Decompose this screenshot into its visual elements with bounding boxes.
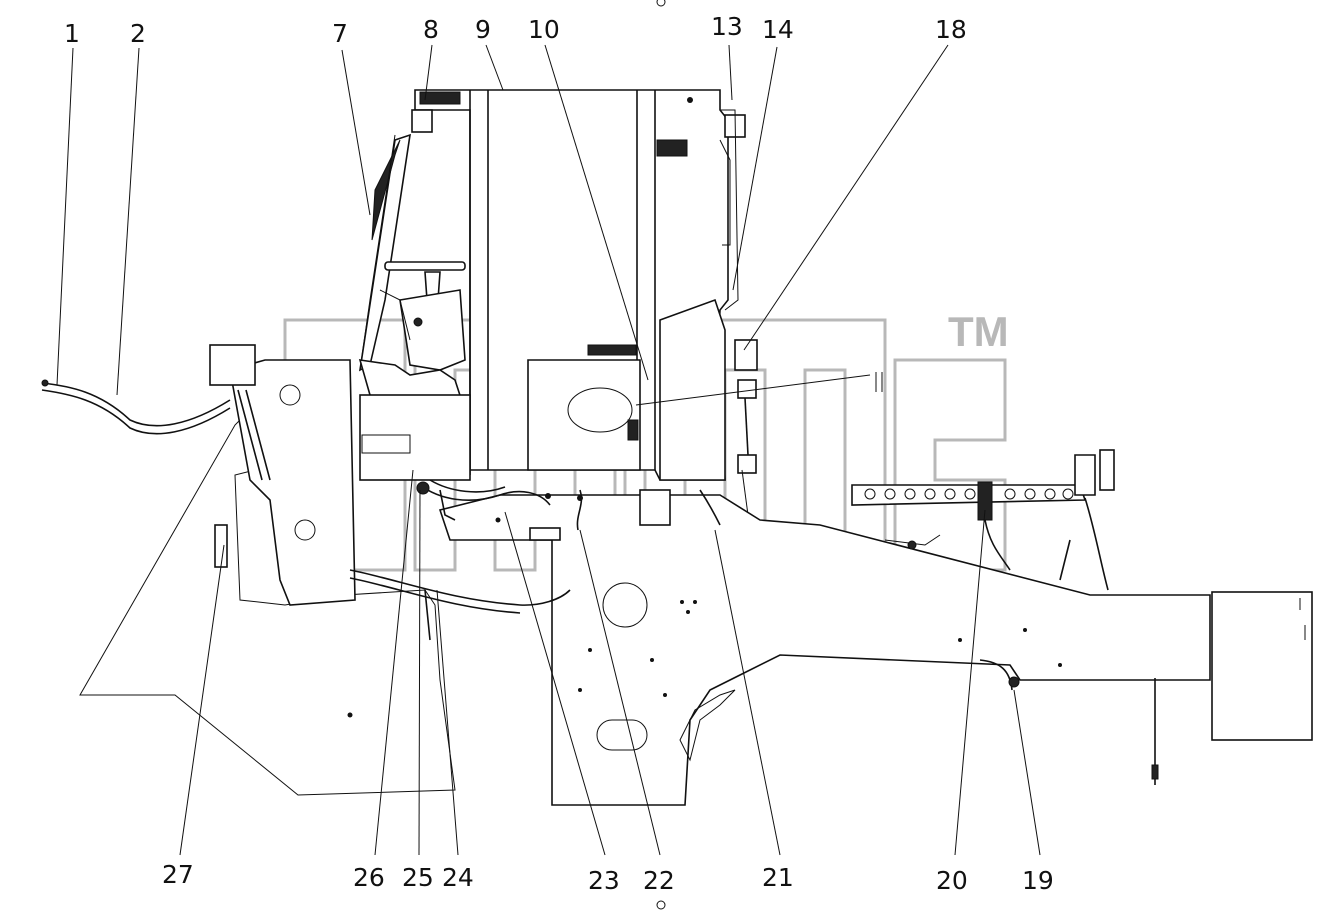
callout-27: 27 (162, 860, 194, 889)
leader-lines (56, 44, 1041, 856)
callout-13: 13 (711, 12, 743, 41)
rear-connector (979, 659, 1020, 691)
battery-box (209, 344, 256, 386)
callout-7: 7 (332, 19, 348, 48)
rear-console (527, 298, 883, 531)
callout-25: 25 (402, 863, 434, 892)
front-door (358, 133, 411, 372)
callout-22: 22 (643, 866, 675, 895)
left-bracket (214, 524, 228, 568)
left-mirror (411, 109, 433, 133)
callout-10: 10 (528, 15, 560, 44)
callout-18: 18 (935, 15, 967, 44)
left-cable (41, 379, 271, 481)
callout-labels: 1 2 7 8 9 10 13 14 18 27 26 25 24 23 22 … (64, 12, 1054, 895)
callout-20: 20 (936, 866, 968, 895)
cab (411, 89, 746, 481)
left-frame (79, 344, 456, 796)
rear-counterweight (1151, 591, 1313, 785)
callout-14: 14 (762, 15, 794, 44)
trademark-mark: TM (948, 308, 1009, 355)
callout-19: 19 (1022, 866, 1054, 895)
callout-21: 21 (762, 863, 794, 892)
callout-2: 2 (130, 19, 146, 48)
callout-9: 9 (475, 15, 491, 44)
under-cab-harness (416, 479, 721, 531)
callout-26: 26 (353, 863, 385, 892)
steering-column (379, 261, 466, 371)
rear-light-bar (851, 449, 1115, 591)
hydraulic-valve (734, 339, 758, 371)
light-bar-lamps (864, 488, 1074, 500)
callout-8: 8 (423, 15, 439, 44)
main-chassis (349, 489, 1211, 806)
seat-box (359, 394, 471, 481)
chassis-rivets (578, 600, 1062, 697)
callout-1: 1 (64, 19, 80, 48)
callout-24: 24 (442, 863, 474, 892)
operator-seat (358, 359, 471, 481)
registration-marks (656, 0, 666, 910)
callout-23: 23 (588, 866, 620, 895)
